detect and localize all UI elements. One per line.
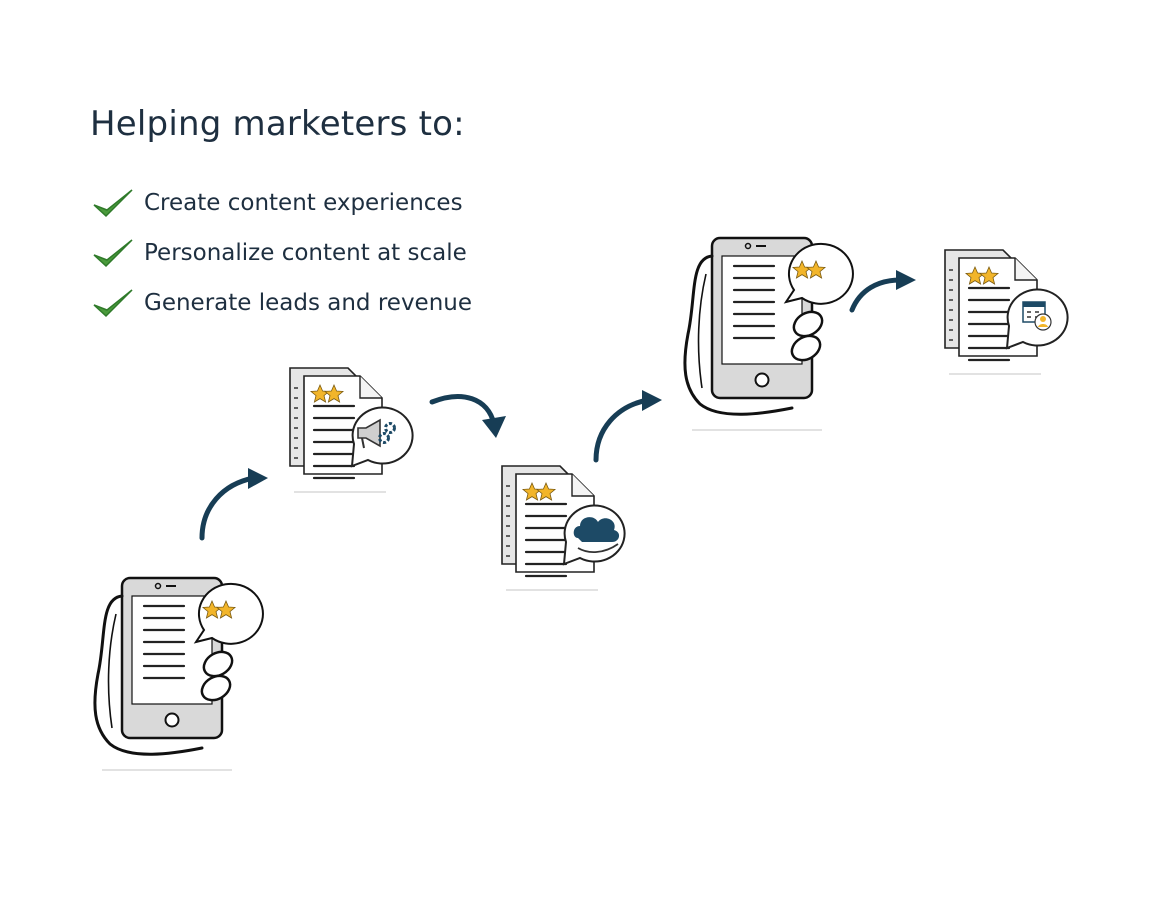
document-calendar-icon	[945, 250, 1068, 374]
benefit-list: Create content experiences Personalize c…	[92, 178, 472, 328]
curved-arrow-icon	[429, 394, 506, 438]
check-icon	[93, 189, 133, 218]
list-item: Personalize content at scale	[92, 228, 472, 278]
list-item-label: Generate leads and revenue	[144, 290, 473, 316]
curved-arrow-icon	[202, 468, 268, 538]
page-title: Helping marketers to:	[90, 104, 465, 144]
list-item-label: Create content experiences	[144, 190, 463, 216]
list-item: Generate leads and revenue	[92, 278, 472, 328]
curved-arrow-icon	[849, 270, 916, 313]
document-megaphone-icon	[290, 368, 413, 492]
phone-review-icon	[685, 238, 853, 430]
document-cloud-icon	[502, 466, 625, 590]
phone-review-icon	[95, 578, 263, 770]
curved-arrow-icon	[596, 390, 662, 460]
check-icon	[93, 239, 133, 268]
check-icon	[93, 289, 133, 318]
list-item-label: Personalize content at scale	[144, 240, 467, 266]
list-item: Create content experiences	[92, 178, 472, 228]
